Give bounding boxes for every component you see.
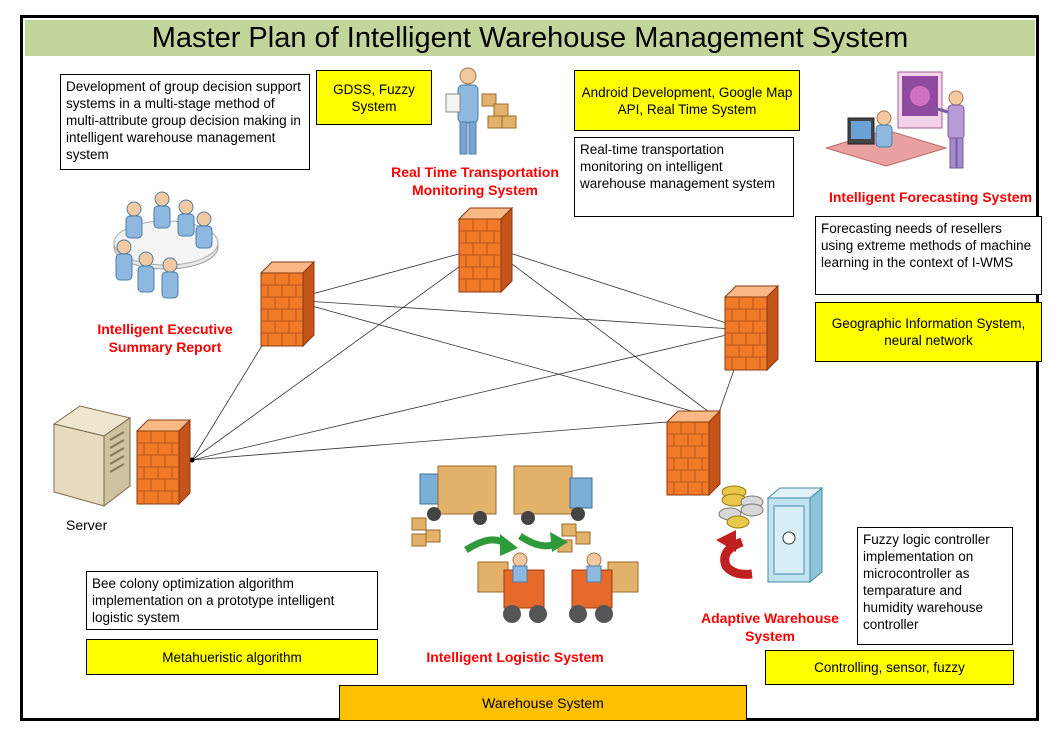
- forecasting-description-box: Forecasting needs of resellers using ext…: [815, 216, 1042, 295]
- executive-description-box: Development of group decision support sy…: [60, 74, 310, 170]
- diagram-title: Master Plan of Intelligent Warehouse Man…: [25, 20, 1035, 56]
- connection-dot-server: [189, 457, 195, 463]
- forecasting-tech-box: Geographic Information System, neural ne…: [815, 302, 1042, 362]
- vault-coins-icon: [716, 485, 824, 584]
- server-label: Server: [66, 517, 108, 533]
- person-with-packages-icon: [445, 67, 517, 155]
- connection-line-server-adaptive: [191, 417, 718, 461]
- forecasting-label: Intelligent Forecasting System: [828, 189, 1033, 205]
- connection-line-executive-forecasting: [289, 299, 749, 331]
- connection-line-transport-forecasting: [487, 245, 749, 331]
- connection-line-executive-adaptive: [289, 299, 718, 419]
- connection-line-executive-transport: [289, 245, 489, 301]
- transport-label: Real Time Transportation Monitoring Syst…: [391, 164, 559, 198]
- transport-description-box: Real-time transportation monitoring on i…: [574, 137, 794, 217]
- logistic-description-box: Bee colony optimization algorithm implem…: [86, 571, 378, 630]
- firewall-icon-server: [136, 419, 191, 505]
- adaptive-tech-box: Controlling, sensor, fuzzy: [765, 650, 1014, 685]
- server-icon: [52, 405, 132, 508]
- logistic-label: Intelligent Logistic System: [426, 649, 604, 665]
- presentation-icon: [826, 71, 965, 169]
- logistic-tech-box: Metahueristic algorithm: [86, 639, 378, 675]
- executive-tech-box: GDSS, Fuzzy System: [316, 70, 432, 125]
- adaptive-description-box: Fuzzy logic controller implementation on…: [857, 527, 1013, 645]
- warehouse-system-base: Warehouse System: [339, 685, 747, 721]
- firewall-icon-forecasting: [724, 285, 779, 371]
- transport-tech-box: Android Development, Google Map API, Rea…: [574, 70, 800, 131]
- connection-line-server-transport: [191, 245, 489, 461]
- trucks-forklifts-icon: [411, 465, 639, 623]
- meeting-people-icon: [113, 191, 219, 299]
- firewall-icon-transport: [458, 207, 513, 293]
- connection-line-transport-adaptive: [487, 245, 718, 419]
- connection-line-server-forecasting: [191, 329, 749, 461]
- executive-label: Intelligent Executive Summary Report: [97, 321, 233, 355]
- adaptive-label: Adaptive Warehouse System: [701, 610, 839, 644]
- firewall-icon-executive: [260, 261, 315, 347]
